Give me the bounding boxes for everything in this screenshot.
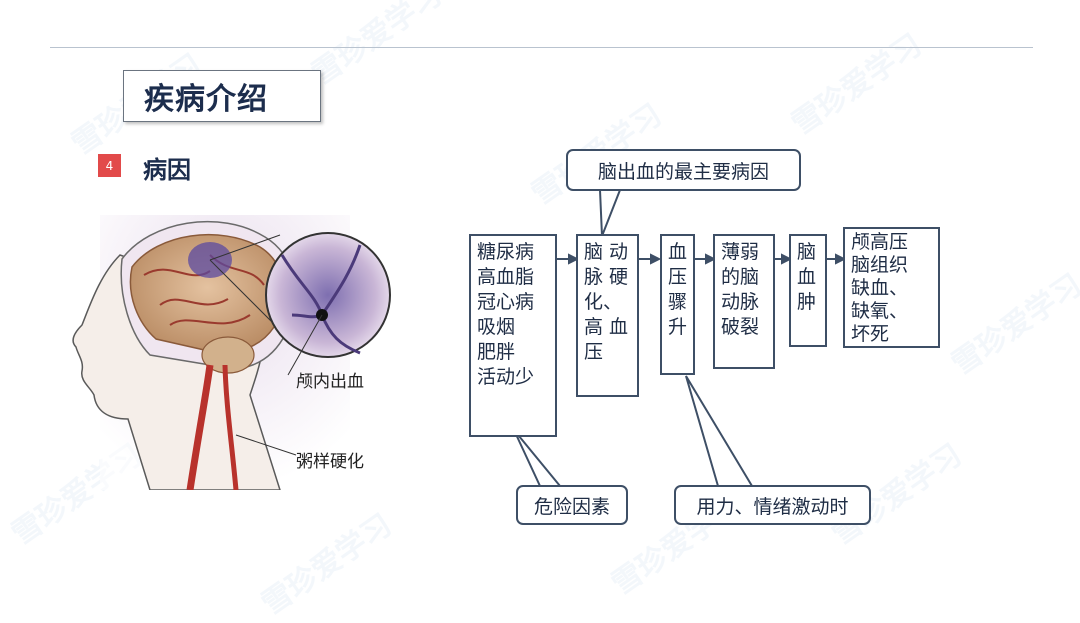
callout-pointer-trigger bbox=[686, 376, 752, 486]
callout-main-cause: 脑出血的最主要病因 bbox=[566, 149, 801, 191]
flow-text: 吸烟 bbox=[477, 315, 555, 340]
flow-box-arteriosclerosis: 脑 动 脉 硬 化、 高 血 压 bbox=[576, 234, 639, 397]
callout-trigger: 用力、情绪激动时 bbox=[674, 485, 871, 525]
flow-box-hematoma: 脑 血 肿 bbox=[789, 234, 827, 347]
flow-text: 薄弱 bbox=[721, 240, 773, 265]
flow-text: 肥胖 bbox=[477, 340, 555, 365]
flow-text: 高 血 bbox=[584, 315, 637, 340]
flow-text: 肿 bbox=[797, 290, 825, 315]
flow-text: 坏死 bbox=[851, 323, 938, 346]
callout-risk-factors: 危险因素 bbox=[516, 485, 628, 525]
flow-text: 化、 bbox=[584, 290, 637, 315]
flow-text: 血 bbox=[668, 240, 693, 265]
flow-text: 颅高压 bbox=[851, 231, 938, 254]
flow-text: 高血脂 bbox=[477, 265, 555, 290]
callout-pointer-main-cause bbox=[600, 190, 620, 236]
flow-text: 糖尿病 bbox=[477, 240, 555, 265]
flow-text: 脉 硬 bbox=[584, 265, 637, 290]
flow-text: 缺氧、 bbox=[851, 300, 938, 323]
flow-text: 脑 动 bbox=[584, 240, 637, 265]
flow-box-artery-rupture: 薄弱 的脑 动脉 破裂 bbox=[713, 234, 775, 369]
flow-text: 破裂 bbox=[721, 315, 773, 340]
flow-text: 冠心病 bbox=[477, 290, 555, 315]
flow-text: 脑 bbox=[797, 240, 825, 265]
flow-text: 动脉 bbox=[721, 290, 773, 315]
flow-text: 压 bbox=[668, 265, 693, 290]
flow-text: 脑组织 bbox=[851, 254, 938, 277]
flow-text: 活动少 bbox=[477, 365, 555, 390]
flow-text: 骤 bbox=[668, 290, 693, 315]
flow-text: 升 bbox=[668, 315, 693, 340]
flow-box-bp-surge: 血 压 骤 升 bbox=[660, 234, 695, 375]
callout-pointer-risk-factors bbox=[514, 430, 560, 486]
flow-box-risk-conditions: 糖尿病 高血脂 冠心病 吸烟 肥胖 活动少 bbox=[469, 234, 557, 437]
flow-text: 血 bbox=[797, 265, 825, 290]
flow-text: 压 bbox=[584, 340, 637, 365]
flow-box-outcome: 颅高压 脑组织 缺血、 缺氧、 坏死 bbox=[843, 227, 940, 348]
flow-text: 的脑 bbox=[721, 265, 773, 290]
flow-text: 缺血、 bbox=[851, 277, 938, 300]
arrow-head bbox=[651, 255, 659, 263]
